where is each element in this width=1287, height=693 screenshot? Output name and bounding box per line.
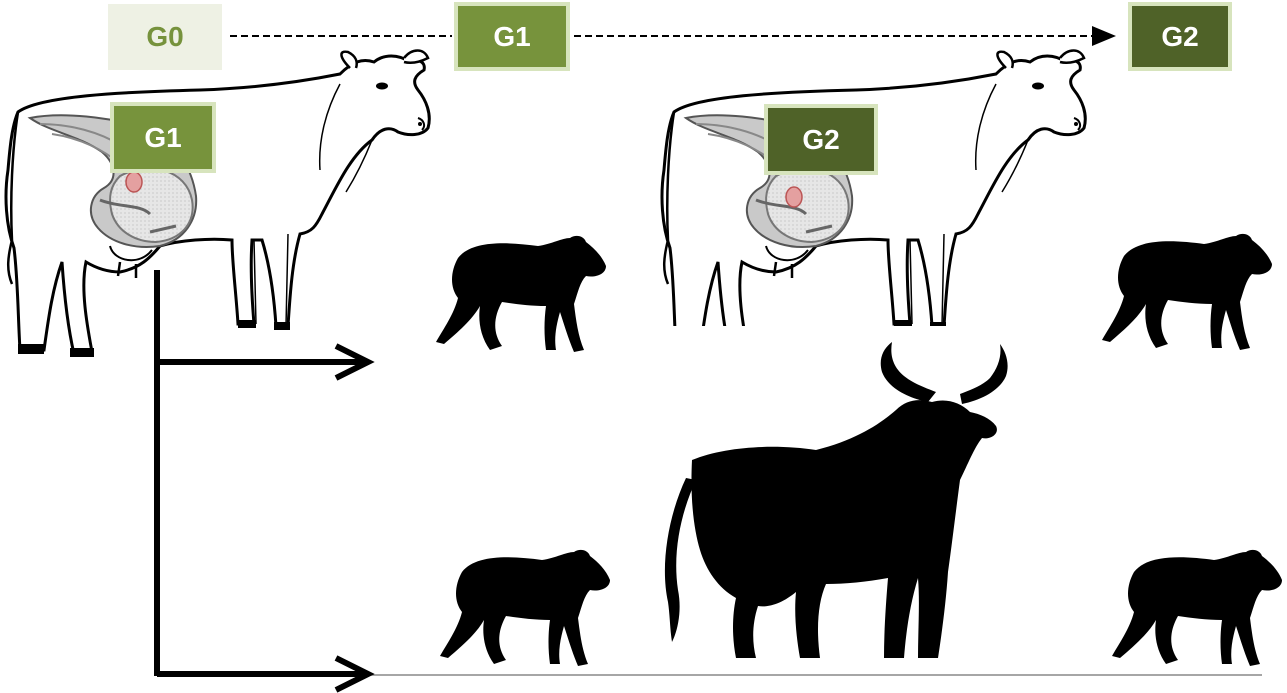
embryo-label-g1: G1 <box>110 102 216 173</box>
generation-label-g2: G2 <box>1128 2 1232 71</box>
generation-label-g1: G1 <box>454 2 570 71</box>
cow-g1-embryo <box>6 51 429 358</box>
calf-silhouette <box>436 236 606 352</box>
cow-g2-embryo <box>662 51 1085 358</box>
bull-silhouette <box>665 342 1008 658</box>
offspring-arrows <box>157 270 368 690</box>
embryo-g1 <box>126 172 142 192</box>
calf-silhouette <box>1112 550 1282 666</box>
calf-silhouette <box>1102 234 1272 350</box>
embryo-g2 <box>786 187 802 207</box>
calf-silhouette <box>440 550 610 666</box>
embryo-label-g2: G2 <box>764 104 878 175</box>
generation-label-g0: G0 <box>108 4 222 70</box>
